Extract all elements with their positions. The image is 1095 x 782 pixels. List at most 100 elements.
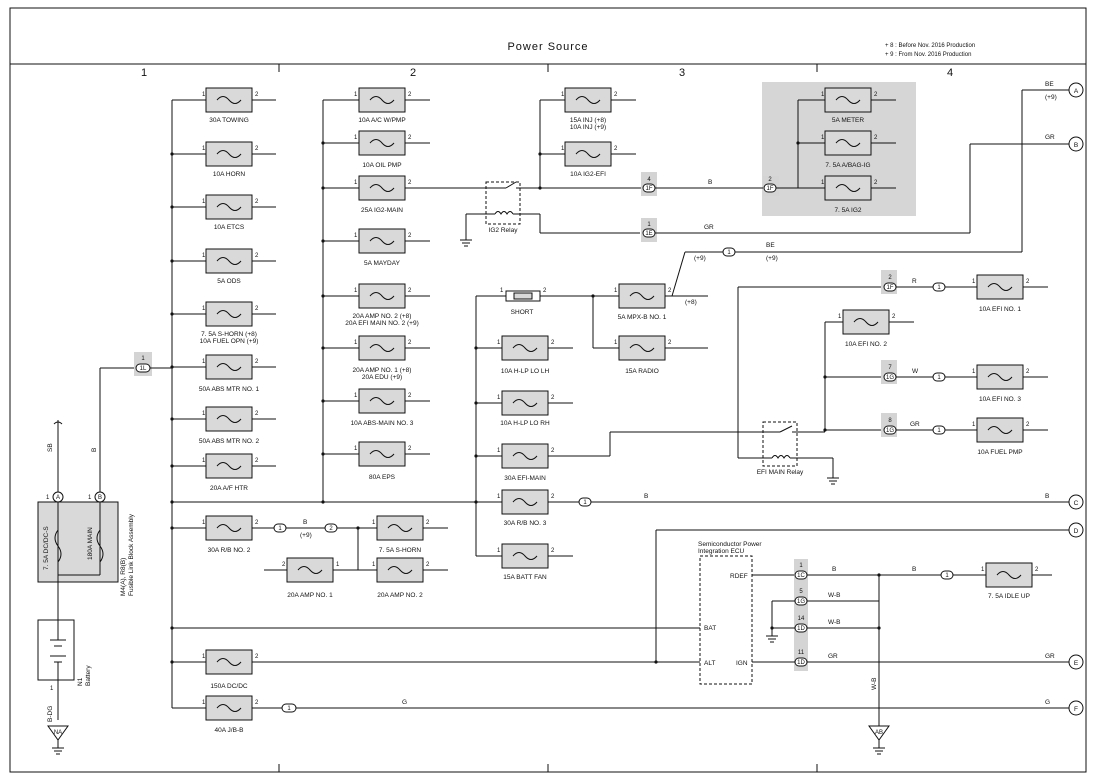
svg-text:C: C [1074,500,1079,507]
svg-text:(+8): (+8) [685,299,697,306]
svg-text:BE: BE [766,242,775,249]
svg-text:1: 1 [336,562,340,568]
svg-text:10A ETCS: 10A ETCS [214,224,245,231]
svg-text:2: 2 [551,340,555,346]
svg-text:80A EPS: 80A EPS [369,474,396,481]
svg-text:20A AMP NO. 1: 20A AMP NO. 1 [287,592,333,599]
svg-text:2: 2 [408,135,412,141]
svg-text:5A MAYDAY: 5A MAYDAY [364,260,401,267]
svg-text:180A MAIN: 180A MAIN [87,527,94,560]
page-title: Power Source [507,41,588,53]
svg-text:2: 2 [255,520,259,526]
column-label-3: 3 [679,67,685,79]
svg-text:1: 1 [202,700,206,706]
svg-text:Fusible Link Block Assembly: Fusible Link Block Assembly [128,513,135,596]
svg-text:5A ODS: 5A ODS [217,278,241,285]
svg-text:30A EFI-MAIN: 30A EFI-MAIN [504,475,546,482]
svg-text:1: 1 [354,180,358,186]
svg-text:1: 1 [202,92,206,98]
svg-text:2: 2 [668,340,672,346]
svg-text:2: 2 [408,92,412,98]
svg-text:2: 2 [408,233,412,239]
svg-text:1: 1 [614,288,618,294]
svg-text:1E: 1E [645,231,652,237]
svg-text:1G: 1G [886,428,894,434]
svg-text:5A METER: 5A METER [832,117,864,124]
svg-text:1D: 1D [797,626,805,632]
short-pin-label: SHORT [511,309,534,316]
svg-text:BAT: BAT [704,625,716,632]
svg-text:11: 11 [798,650,805,656]
svg-text:7: 7 [888,365,892,371]
svg-text:2: 2 [255,654,259,660]
svg-text:2: 2 [255,199,259,205]
terminal-c [1068,494,1084,510]
svg-text:1: 1 [981,567,985,573]
svg-text:5A MPX-B NO. 1: 5A MPX-B NO. 1 [618,314,667,321]
svg-text:10A INJ (+9): 10A INJ (+9) [570,124,606,131]
svg-text:(+9): (+9) [766,255,778,262]
svg-text:2: 2 [408,393,412,399]
svg-text:1F: 1F [766,186,773,192]
terminal-f [1068,700,1084,716]
svg-text:B: B [832,566,836,573]
svg-text:IG2 Relay: IG2 Relay [489,227,519,234]
svg-text:1: 1 [354,135,358,141]
svg-text:1: 1 [278,526,282,532]
svg-text:1: 1 [354,233,358,239]
svg-text:B: B [644,493,648,500]
svg-text:25A IG2-MAIN: 25A IG2-MAIN [361,207,403,214]
svg-text:B: B [303,519,307,526]
column-label-1: 1 [141,67,147,79]
svg-text:SB: SB [47,443,54,452]
ground-na [47,725,69,741]
svg-text:30A TOWING: 30A TOWING [209,117,249,124]
svg-text:15A RADIO: 15A RADIO [625,368,659,375]
svg-text:1: 1 [614,340,618,346]
svg-text:2: 2 [408,288,412,294]
svg-text:2: 2 [1035,567,1039,573]
svg-text:B-DG: B-DG [47,706,54,722]
svg-text:A: A [56,495,60,501]
svg-text:1C: 1C [797,573,805,579]
svg-text:1: 1 [202,253,206,259]
svg-text:50A ABS MTR NO. 1: 50A ABS MTR NO. 1 [199,386,260,393]
svg-text:W-B: W-B [871,677,878,690]
fuse-20a-amp-no-2: 20A AMP NO. 2 (+8) 20A EFI MAIN NO. 2 (+… [323,283,430,327]
ig2-relay: IG2 Relay [460,181,640,247]
svg-text:2: 2 [614,92,618,98]
svg-text:Battery: Battery [85,665,92,686]
svg-text:7. 5A DC/DC-S: 7. 5A DC/DC-S [43,526,50,570]
svg-text:30A R/B NO. 2: 30A R/B NO. 2 [208,547,251,554]
svg-text:M4(A), R8(B): M4(A), R8(B) [120,558,127,596]
svg-text:40A J/B-B: 40A J/B-B [215,727,244,734]
svg-text:B: B [708,179,712,186]
svg-text:1F: 1F [886,285,893,291]
svg-text:2: 2 [255,146,259,152]
svg-text:1: 1 [354,446,358,452]
svg-text:R: R [912,278,917,285]
svg-text:2: 2 [892,314,896,320]
svg-text:1F: 1F [645,186,652,192]
svg-text:1L: 1L [140,366,147,372]
svg-text:1: 1 [372,562,376,568]
